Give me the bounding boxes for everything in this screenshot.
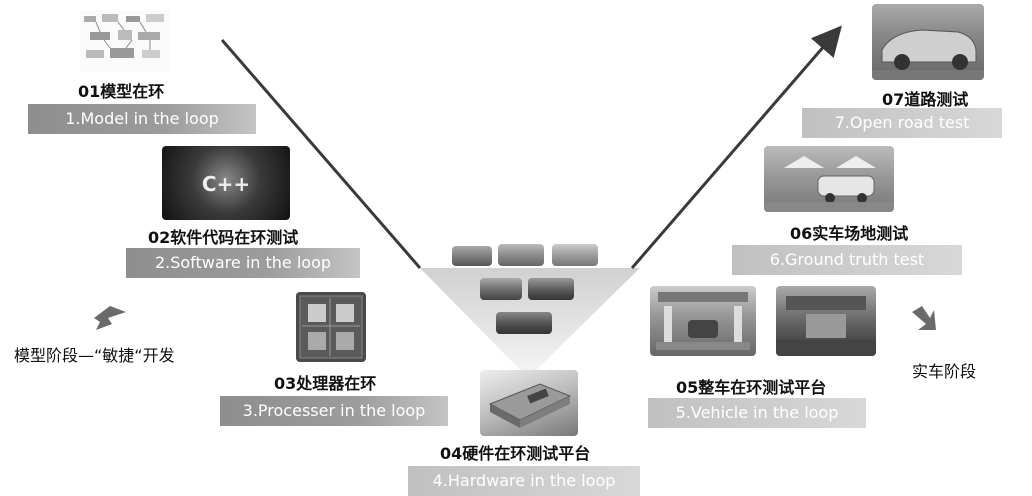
right-phase-label: 实车阶段 [912, 362, 977, 381]
funnel-photo-5 [528, 278, 574, 300]
step-7-title-cn: 07道路测试 [882, 90, 969, 109]
right-ascending-arrow [630, 25, 842, 269]
funnel-photo-1 [452, 246, 492, 266]
left-phase-label: 模型阶段—“敏捷“开发 [14, 346, 175, 365]
step-5-label-en: 5.Vehicle in the loop [648, 398, 866, 428]
model-diagram-image [80, 10, 170, 72]
cpp-code-image: C++ [162, 146, 290, 220]
vehicle-loop-photo-2 [776, 286, 876, 356]
cpp-code-text: C++ [201, 172, 251, 196]
funnel-photo-4 [480, 278, 522, 300]
ecu-hardware-image [480, 370, 578, 436]
step-4-label-en: 4.Hardware in the loop [408, 466, 640, 496]
step-6-title-cn: 06实车场地测试 [790, 224, 909, 243]
step-1-title-cn: 01模型在环 [78, 82, 165, 101]
step-3-label-en: 3.Processer in the loop [220, 396, 448, 426]
funnel-photo-3 [552, 244, 598, 266]
step-2-title-cn: 02软件代码在环测试 [148, 228, 299, 247]
funnel-photo-6 [496, 312, 552, 334]
processor-board-image [296, 292, 366, 362]
step-4-title-cn: 04硬件在环测试平台 [440, 444, 591, 463]
left-descending-arrow [220, 39, 422, 269]
step-3-title-cn: 03处理器在环 [274, 374, 377, 393]
step-5-title-cn: 05整车在环测试平台 [676, 378, 827, 397]
down-right-arrow-icon [912, 306, 936, 330]
vehicle-loop-photo-1 [650, 286, 756, 356]
step-2-label-en: 2.Software in the loop [126, 248, 360, 278]
step-7-label-en: 7.Open road test [802, 108, 1002, 138]
step-6-label-en: 6.Ground truth test [732, 245, 962, 275]
ground-test-photo [764, 146, 894, 212]
open-road-photo [872, 4, 984, 80]
funnel-photo-2 [498, 244, 544, 266]
step-1-label-en: 1.Model in the loop [28, 104, 256, 134]
down-left-arrow-icon [94, 306, 126, 330]
